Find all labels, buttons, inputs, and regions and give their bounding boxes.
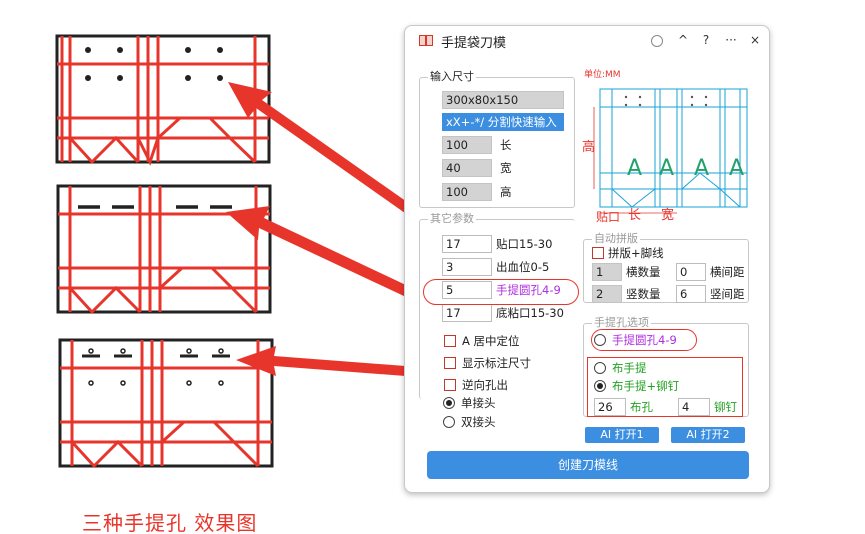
cloth-options-highlight — [587, 357, 743, 417]
input-size-group: 输入尺寸 300x80x150 xX+-*/ 分割快速输入 100 长 40 宽… — [419, 70, 575, 208]
preview-paste-label: 贴口 — [596, 210, 621, 224]
paste-input[interactable]: 17 — [442, 235, 492, 253]
cloth-rivet-label: 布手提+铆钉 — [612, 379, 680, 393]
bag-dieline-dialog: 手提袋刀模 ^ ? ··· × 输入尺寸 300x80x150 xX+-*/ 分… — [404, 25, 770, 493]
help-button[interactable]: ? — [702, 33, 710, 47]
cloth-hole-input[interactable]: 26 — [594, 398, 626, 416]
panel-letter-1: A — [627, 156, 643, 181]
bag-preview: 单位:MM — [580, 63, 750, 224]
preview-width-label: 宽 — [661, 208, 675, 223]
close-button[interactable]: × — [749, 33, 761, 47]
length-input[interactable]: 100 — [442, 136, 492, 154]
panel-letter-2: A — [659, 156, 675, 181]
length-label: 长 — [500, 138, 512, 152]
imposition-label: 拼版+脚线 — [608, 246, 664, 260]
pin-icon[interactable] — [651, 35, 663, 47]
double-joint-radio[interactable] — [443, 416, 455, 428]
round-hole-highlight — [591, 329, 697, 351]
hole-size-highlight — [423, 279, 579, 305]
imposition-checkbox[interactable] — [592, 247, 604, 259]
h-gap-label: 横间距 — [710, 265, 745, 279]
bleed-input[interactable]: 3 — [442, 258, 492, 276]
round-hole-label: 手提圆孔4-9 — [612, 333, 677, 347]
center-label: A 居中定位 — [462, 334, 520, 348]
reverse-label: 逆向孔出 — [462, 378, 508, 392]
cloth-label: 布手提 — [612, 361, 647, 375]
width-label: 宽 — [500, 161, 512, 175]
v-gap-label: 竖间距 — [710, 287, 745, 301]
bleed-label: 出血位0-5 — [496, 260, 550, 274]
minimize-button[interactable]: ^ — [677, 33, 689, 47]
unit-label: 单位:MM — [584, 70, 621, 80]
panel-letter-4: A — [729, 156, 745, 181]
bottom-paste-input[interactable]: 17 — [442, 304, 492, 322]
rivet-label: 铆钉 — [714, 400, 737, 414]
height-label: 高 — [500, 185, 512, 199]
create-dieline-button[interactable]: 创建刀模线 — [427, 451, 749, 479]
caption: 三种手提孔 效果图 — [82, 511, 258, 534]
h-count-input[interactable]: 1 — [592, 263, 622, 281]
other-params-title: 其它参数 — [428, 212, 476, 226]
hole-size-input[interactable]: 5 — [442, 281, 492, 299]
h-gap-input[interactable]: 0 — [676, 263, 706, 281]
imposition-group: 自动拼版 拼版+脚线 1 横数量 0 横间距 2 竖数量 6 竖间距 — [583, 232, 749, 303]
cloth-radio[interactable] — [594, 362, 606, 374]
h-count-label: 横数量 — [626, 265, 661, 279]
size-input[interactable]: 300x80x150 — [442, 91, 564, 109]
app-icon — [419, 35, 433, 46]
v-count-input[interactable]: 2 — [592, 285, 622, 303]
double-joint-label: 双接头 — [461, 415, 496, 429]
cloth-rivet-radio[interactable] — [594, 380, 606, 392]
bottom-paste-label: 底粘口15-30 — [496, 306, 564, 320]
single-joint-radio[interactable] — [443, 397, 455, 409]
imposition-title: 自动拼版 — [592, 232, 640, 246]
show-dims-label: 显示标注尺寸 — [462, 356, 531, 370]
hole-options-title: 手提孔选项 — [592, 316, 651, 330]
ai-open2-button[interactable]: AI 打开2 — [671, 427, 745, 443]
center-checkbox[interactable] — [444, 335, 456, 347]
preview-height-label: 高 — [582, 140, 596, 155]
paste-label: 贴口15-30 — [496, 237, 553, 251]
quick-input-hint[interactable]: xX+-*/ 分割快速输入 — [442, 113, 564, 131]
bag-preview-drawing — [593, 88, 748, 214]
other-params-group: 其它参数 17 贴口15-30 3 出血位0-5 5 手提圆孔4-9 17 底粘… — [419, 212, 575, 399]
input-size-title: 输入尺寸 — [428, 70, 476, 84]
reverse-checkbox[interactable] — [444, 379, 456, 391]
hole-size-label: 手提圆孔4-9 — [496, 283, 561, 297]
height-input[interactable]: 100 — [442, 183, 492, 201]
hole-options-group: 手提孔选项 手提圆孔4-9 布手提 布手提+铆钉 26 布孔 4 铆钉 — [583, 316, 749, 417]
more-button[interactable]: ··· — [725, 33, 737, 47]
rivet-input[interactable]: 4 — [678, 398, 710, 416]
v-count-label: 竖数量 — [626, 287, 661, 301]
title-bar: 手提袋刀模 ^ ? ··· × — [405, 26, 769, 56]
show-dims-checkbox[interactable] — [444, 357, 456, 369]
dieline-preview-cloth-slots — [56, 184, 272, 315]
ai-open1-button[interactable]: AI 打开1 — [585, 427, 659, 443]
preview-length-label: 长 — [628, 208, 642, 223]
cloth-hole-label: 布孔 — [630, 400, 653, 414]
v-gap-input[interactable]: 6 — [676, 285, 706, 303]
panel-letter-3: A — [694, 156, 710, 181]
dialog-title: 手提袋刀模 — [441, 36, 507, 51]
dieline-preview-round-holes — [55, 34, 271, 166]
width-input[interactable]: 40 — [442, 159, 492, 177]
single-joint-label: 单接头 — [461, 396, 496, 410]
